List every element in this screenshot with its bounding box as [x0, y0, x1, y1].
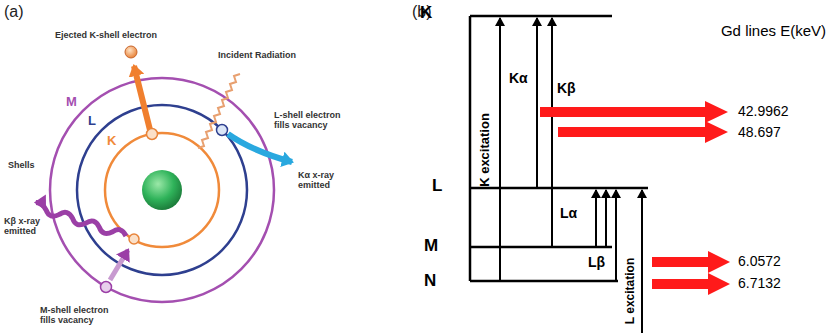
- level-label: K: [420, 3, 432, 23]
- level-label: M: [424, 236, 438, 256]
- callout-text: L-shell electron fills vacancy: [274, 110, 354, 131]
- energy-value: 6.7132: [738, 275, 781, 292]
- transition-label: Lα: [560, 205, 577, 222]
- energy-levels: [470, 16, 648, 281]
- column-heading: Gd lines E(keV): [721, 22, 826, 40]
- transition-label: Kβ: [557, 80, 576, 97]
- transition-label: K excitation: [477, 113, 493, 187]
- shell-label: M: [66, 94, 77, 110]
- shell-label: L: [88, 113, 96, 129]
- m-fill-arrow: [110, 250, 128, 280]
- transition-label: L excitation: [623, 258, 637, 324]
- level-label: L: [432, 176, 442, 196]
- k-vacancy: [147, 129, 158, 140]
- shell-label: K: [107, 133, 116, 149]
- level-label: N: [424, 271, 436, 291]
- k-beta-arrow: [33, 202, 127, 240]
- l-electron: [217, 125, 228, 136]
- energy-value: 42.9962: [738, 103, 789, 120]
- transition-label: Kα: [509, 70, 528, 87]
- transition-arrows: [500, 18, 642, 333]
- m-shell: [50, 78, 274, 302]
- l-shell: [77, 105, 247, 275]
- energy-value: 48.697: [738, 124, 781, 141]
- nucleus: [142, 170, 182, 210]
- callout-text: Ejected K-shell electron: [55, 30, 157, 41]
- energy-value: 6.0572: [738, 253, 781, 270]
- callout-text: Kβ x-ray emitted: [4, 216, 50, 237]
- ejected-electron: [125, 46, 137, 58]
- eject-arrow: [134, 66, 150, 130]
- transition-label: Lβ: [588, 254, 605, 271]
- callout-text: M-shell electron fills vacancy: [40, 305, 122, 326]
- callout-text: Kα x-ray emitted: [298, 170, 350, 191]
- callout-text: Shells: [8, 160, 35, 171]
- callout-text: Incident Radiation: [218, 50, 296, 61]
- m-electron: [101, 282, 112, 293]
- k-alpha-arrow: [228, 134, 292, 162]
- panel-label: (a): [4, 2, 24, 21]
- k-vacancy-lower: [129, 234, 139, 244]
